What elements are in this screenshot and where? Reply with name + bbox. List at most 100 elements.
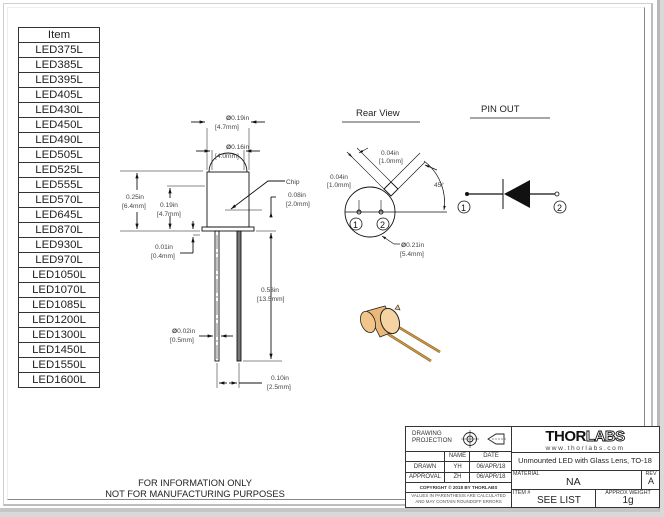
flange <box>201 226 255 232</box>
disclaimer-line-2: NOT FOR MANUFACTURING PURPOSES <box>105 489 285 499</box>
tab-width-label: 0.04in <box>381 150 399 157</box>
side-view-labels: Ø0.19in [4.7mm] Ø0.16in [4.0mm] 0.25in [… <box>122 115 310 391</box>
weight-value: 1g <box>622 495 634 506</box>
lead-spacing-mm: [2.5mm] <box>267 384 291 391</box>
disclaimer-line-1: FOR INFORMATION ONLY <box>138 478 252 488</box>
inner-diameter-mm: [4.0mm] <box>215 153 239 160</box>
can-height-label: 0.19in <box>160 202 178 209</box>
lead-spacing-label: 0.10in <box>271 375 289 382</box>
chip-label: Chip <box>286 179 300 186</box>
rev-cell: REV A <box>641 470 660 489</box>
flange-mm: [0.4mm] <box>151 253 175 260</box>
table-row: LED930L <box>18 237 100 253</box>
approval-date: 06/APR/18 <box>469 473 512 482</box>
logo-url: www.thorlabs.com <box>545 445 625 452</box>
item-cell: LED405L <box>18 87 100 103</box>
total-height-mm: [6.4mm] <box>122 203 146 210</box>
drawing-projection: DRAWING PROJECTION <box>406 427 511 452</box>
item-cell: LED1600L <box>18 372 100 388</box>
inner-diameter-label: Ø0.16in <box>226 144 249 151</box>
material-label: MATERIAL <box>513 471 540 477</box>
base-diameter-label: Ø0.21in <box>401 242 424 249</box>
material-value: NA <box>566 476 581 488</box>
table-row: LED490L <box>18 132 100 148</box>
table-row: LED1070L <box>18 282 100 298</box>
thorlabs-logo: THORLABS www.thorlabs.com <box>511 427 659 453</box>
rear-pin2-label: 2 <box>380 220 385 230</box>
projection-label-2: PROJECTION <box>412 437 452 444</box>
date-header: DATE <box>469 451 512 461</box>
item-cell: LED395L <box>18 72 100 88</box>
item-cell: LED525L <box>18 162 100 178</box>
side-view <box>120 120 285 388</box>
pinout-pin2-label: 2 <box>557 203 562 213</box>
item-cell: LED1070L <box>18 282 100 298</box>
material-cell: MATERIAL NA REV A <box>511 470 659 490</box>
item-cell: LED490L <box>18 132 100 148</box>
items-table-header: Item <box>18 27 100 43</box>
rev-label: REV <box>645 471 657 477</box>
lead-right <box>236 230 242 362</box>
rear-pin1-marker <box>349 217 363 231</box>
item-cell: ITEM # SEE LIST APPROX WEIGHT 1g <box>511 489 659 507</box>
projection-symbol-icon <box>461 430 507 448</box>
sheet-inner-frame <box>7 7 645 500</box>
tab <box>383 181 399 197</box>
total-height-label: 0.25in <box>126 194 144 201</box>
can-body <box>206 171 250 228</box>
chip-height-mm: [2.0mm] <box>286 201 310 208</box>
angle-label: 45° <box>434 181 444 189</box>
tab-length-mm: [1.0mm] <box>327 182 351 189</box>
table-row: LED525L <box>18 162 100 178</box>
can-height-mm: [4.7mm] <box>157 211 181 218</box>
approval-label: APPROVAL <box>409 474 441 480</box>
sheet-frame <box>3 3 653 506</box>
flange-label: 0.01in <box>155 244 173 251</box>
lens-dome <box>208 152 248 173</box>
pin-out-title: PIN OUT <box>481 104 520 115</box>
lead-length-mm: [13.5mm] <box>257 296 285 303</box>
pinout-pin1-label: 1 <box>461 203 466 213</box>
item-cell: LED930L <box>18 237 100 253</box>
rear-view <box>344 147 447 245</box>
tab-length-label: 0.04in <box>330 174 348 181</box>
table-row: LED645L <box>18 207 100 223</box>
diode-symbol: 1 2 <box>457 179 567 214</box>
tab-width-mm: [1.0mm] <box>379 158 403 165</box>
drawn-date: 06/APR/18 <box>469 462 512 472</box>
outer-diameter-mm: [4.7mm] <box>215 124 239 131</box>
logo-labs: LABS <box>585 428 625 445</box>
title-block: DRAWING PROJECTION NAME DATE DRAWN YH 06… <box>405 426 660 508</box>
lead-diameter-label: Ø0.02in <box>172 328 195 335</box>
disclaimer-notice: FOR INFORMATION ONLY NOT FOR MANUFACTURI… <box>80 478 310 500</box>
values-note: VALUES IN PARENTHESIS ARE CALCULATED AND… <box>411 493 506 504</box>
lead-left <box>214 230 220 362</box>
approval-row: APPROVAL ZH 06/APR/18 <box>406 473 511 483</box>
rear-pin1-label: 1 <box>353 220 358 230</box>
item-cell: LED645L <box>18 207 100 223</box>
copyright-notice: COPYRIGHT © 2018 BY THORLABS <box>406 483 511 493</box>
approval-name: ZH <box>444 473 470 482</box>
table-row: LED1600L <box>18 372 100 388</box>
led-3d-render <box>360 304 441 363</box>
item-cell: LED1200L <box>18 312 100 328</box>
drawn-label: DRAWN <box>413 464 437 470</box>
item-cell: LED555L <box>18 177 100 193</box>
part-description: Unmounted LED with Glass Lens, TO-18 <box>511 452 659 471</box>
lead-length-label: 0.53in <box>261 287 279 294</box>
logo-thor: THOR <box>545 428 586 445</box>
projection-label-1: DRAWING <box>412 430 442 437</box>
rev-value: A <box>647 476 654 486</box>
chip-height-label: 0.08in <box>288 192 306 199</box>
item-label: ITEM # <box>513 490 531 496</box>
title-block-header-row: NAME DATE <box>406 451 511 462</box>
outer-diameter-label: Ø0.19in <box>226 115 249 122</box>
rear-view-labels: 1 2 0.04in [1.0mm] 0.04in [1.0mm] 45° Ø0… <box>327 150 444 258</box>
item-cell: LED450L <box>18 117 100 133</box>
name-header: NAME <box>444 451 470 461</box>
drawn-row: DRAWN YH 06/APR/18 <box>406 462 511 473</box>
item-value: SEE LIST <box>537 495 581 506</box>
table-row: LED555L <box>18 177 100 193</box>
